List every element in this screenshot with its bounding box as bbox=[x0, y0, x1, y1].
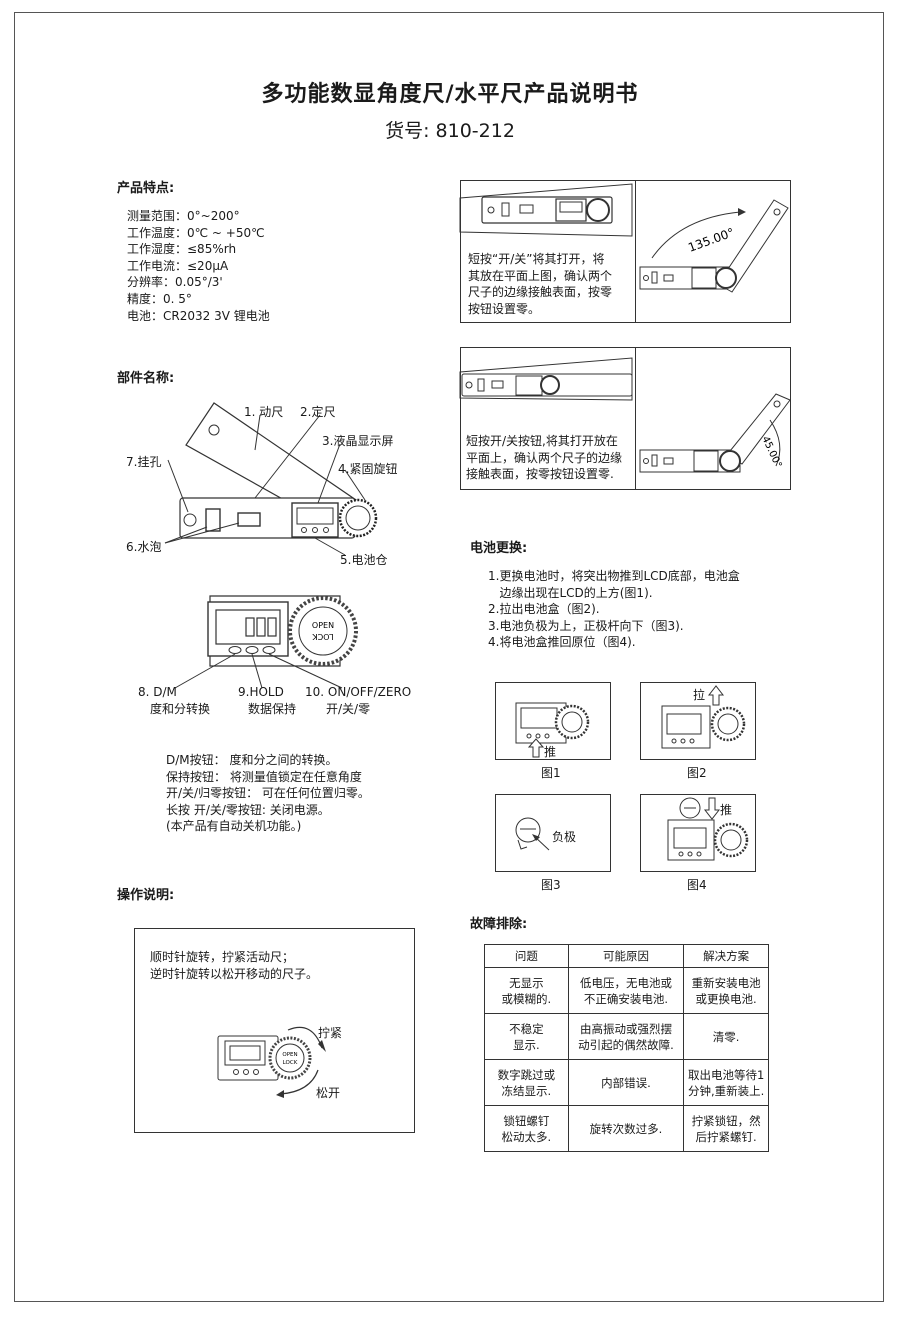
table-row: 锁钮螺钉 松动太多. 旋转次数过多. 拧紧锁钮，然 后拧紧螺钉. bbox=[484, 1105, 769, 1152]
feature-line: 工作温度：0℃ ~ +50℃ bbox=[127, 225, 265, 240]
svg-text:OPEN: OPEN bbox=[282, 1052, 297, 1058]
feature-line: 工作电流：≤20μA bbox=[127, 258, 229, 273]
desc-line: 保持按钮： 将测量值锁定在任意角度 bbox=[166, 769, 362, 784]
feature-line: 精度：0. 5° bbox=[127, 291, 192, 306]
col-solution: 解决方案 bbox=[683, 944, 769, 968]
bubble-horizontal-icon bbox=[237, 512, 261, 527]
usage-panel-2 bbox=[460, 347, 791, 490]
feature-line: 电池：CR2032 3V 锂电池 bbox=[127, 308, 270, 323]
knob-icon bbox=[715, 267, 737, 289]
push-arrow-icon bbox=[703, 797, 721, 820]
label-battery: 5.电池仓 bbox=[340, 553, 388, 567]
desc-line: (本产品有自动关机功能。) bbox=[166, 819, 302, 834]
battery-fig-1 bbox=[495, 682, 611, 760]
label-zero-desc: 开/关/零 bbox=[326, 702, 371, 716]
push-arrow-icon bbox=[527, 738, 545, 758]
battery-fig-3 bbox=[495, 794, 611, 872]
label-dm: 8. D/M bbox=[138, 685, 177, 699]
label-knob: 4.紧固旋钮 bbox=[338, 462, 398, 476]
label-hold-desc: 数据保持 bbox=[248, 702, 297, 716]
lcd-frame bbox=[291, 502, 339, 538]
dm-button-icon bbox=[228, 646, 242, 654]
parts-heading: 部件名称: bbox=[117, 371, 175, 386]
zero-button-icon bbox=[262, 646, 276, 654]
fig2-caption: 图2 bbox=[687, 766, 707, 780]
label-hang-hole: 7.挂孔 bbox=[126, 455, 162, 469]
battery-fig-2 bbox=[640, 682, 756, 760]
fig3-negative-label: 负极 bbox=[552, 830, 577, 844]
desc-line: 开/关/归零按钮： 可在任何位置归零。 bbox=[166, 786, 370, 801]
label-fixed-ruler: 2.定尺 bbox=[300, 405, 336, 419]
tighten-label: 拧紧 bbox=[318, 1026, 343, 1040]
loosen-label: 松开 bbox=[316, 1086, 341, 1100]
button-icon bbox=[323, 527, 329, 533]
hang-hole-icon bbox=[208, 424, 220, 436]
label-dm-desc: 度和分转换 bbox=[150, 702, 211, 716]
desc-line: 长按 开/关/零按钮: 关闭电源。 bbox=[166, 802, 330, 817]
features-heading: 产品特点: bbox=[117, 181, 175, 196]
fig1-push-label: 推 bbox=[544, 745, 557, 759]
usage-text-2: 短按开/关按钮,将其打开放在 平面上，确认两个尺子的边缘 接触表面，按零按钮设置… bbox=[466, 434, 623, 482]
bubble-vertical-icon bbox=[205, 508, 221, 532]
label-moving-ruler: 1. 动尺 bbox=[244, 405, 284, 419]
svg-text:LOCK: LOCK bbox=[283, 1060, 298, 1066]
button-icon bbox=[301, 527, 307, 533]
battery-steps: 1.更换电池时，将突出物推到LCD底部，电池盒 边缘出现在LCD的上方(图1).… bbox=[488, 569, 740, 650]
zoom-lcd-screen bbox=[215, 609, 281, 645]
trouble-heading: 故障排除: bbox=[470, 917, 528, 932]
label-zero: 10. ON/OFF/ZERO bbox=[305, 685, 412, 699]
table-header-row: 问题 可能原因 解决方案 bbox=[484, 944, 769, 968]
knob-inner bbox=[345, 505, 371, 531]
button-icon bbox=[312, 527, 318, 533]
battery-heading: 电池更换: bbox=[470, 541, 528, 556]
feature-line: 工作湿度：≤85%rh bbox=[127, 242, 237, 257]
button-descriptions: D/M按钮： 度和分之间的转换。 保持按钮： 将测量值锁定在任意角度 开/关/归… bbox=[166, 752, 370, 835]
fig4-push-label: 推 bbox=[720, 803, 733, 817]
label-lcd: 3.液晶显示屏 bbox=[322, 434, 394, 448]
knob-icon bbox=[586, 198, 610, 222]
angle-arc bbox=[769, 419, 781, 467]
usage-text-1: 短按“开/关”将其打开，将 其放在平面上图，确认两个 尺子的边缘接触表面，按零 … bbox=[468, 252, 613, 316]
knob-open-text: OPEN bbox=[312, 621, 334, 630]
fig1-caption: 图1 bbox=[541, 766, 561, 780]
col-problem: 问题 bbox=[484, 944, 569, 968]
page-title: 多功能数显角度尺/水平尺产品说明书 bbox=[261, 82, 639, 107]
hang-hole-icon bbox=[183, 513, 197, 527]
table-row: 数字跳过或 冻结显示. 内部错误. 取出电池等待1 分钟,重新装上. bbox=[484, 1059, 769, 1106]
loosen-arrow-icon bbox=[279, 1069, 319, 1095]
label-hold: 9.HOLD bbox=[238, 685, 284, 699]
page-frame bbox=[14, 12, 884, 1302]
label-bubble: 6.水泡 bbox=[126, 540, 162, 554]
fig3-caption: 图3 bbox=[541, 878, 561, 892]
col-cause: 可能原因 bbox=[567, 944, 685, 968]
operation-heading: 操作说明: bbox=[117, 888, 175, 903]
knob-lock-text: LOCK bbox=[312, 632, 334, 641]
fig4-caption: 图4 bbox=[687, 878, 707, 892]
desc-line: D/M按钮： 度和分之间的转换。 bbox=[166, 753, 338, 767]
knob-icon bbox=[540, 375, 560, 395]
feature-line: 测量范围：0°~200° bbox=[127, 209, 240, 223]
operation-box bbox=[134, 928, 415, 1133]
table-row: 无显示 或模糊的. 低电压，无电池或 不正确安装电池. 重新安装电池 或更换电池… bbox=[484, 967, 769, 1014]
hold-button-icon bbox=[245, 646, 259, 654]
model-number: 货号: 810-212 bbox=[385, 120, 515, 142]
pull-arrow-icon bbox=[707, 685, 725, 706]
feature-line: 分辨率：0.05°/3' bbox=[127, 275, 223, 290]
trouble-table: 问题 可能原因 解决方案 无显示 或模糊的. 低电压，无电池或 不正确安装电池.… bbox=[484, 944, 769, 1152]
fig2-pull-label: 拉 bbox=[693, 688, 706, 702]
table-row: 不稳定 显示. 由高振动或强烈摆 动引起的偶然故障. 清零. bbox=[484, 1013, 769, 1060]
angle-arc bbox=[651, 211, 741, 259]
operation-text: 顺时针旋转，拧紧活动尺； 逆时针旋转以松开移动的尺子。 bbox=[150, 950, 319, 981]
knob-icon bbox=[719, 450, 741, 472]
zoom-knob-inner bbox=[298, 606, 348, 656]
usage-panel-1 bbox=[460, 180, 791, 323]
battery-fig-4 bbox=[640, 794, 756, 872]
lcd-screen bbox=[296, 507, 334, 525]
features-list: 测量范围：0°~200° 工作温度：0℃ ~ +50℃ 工作湿度：≤85%rh … bbox=[127, 208, 270, 324]
